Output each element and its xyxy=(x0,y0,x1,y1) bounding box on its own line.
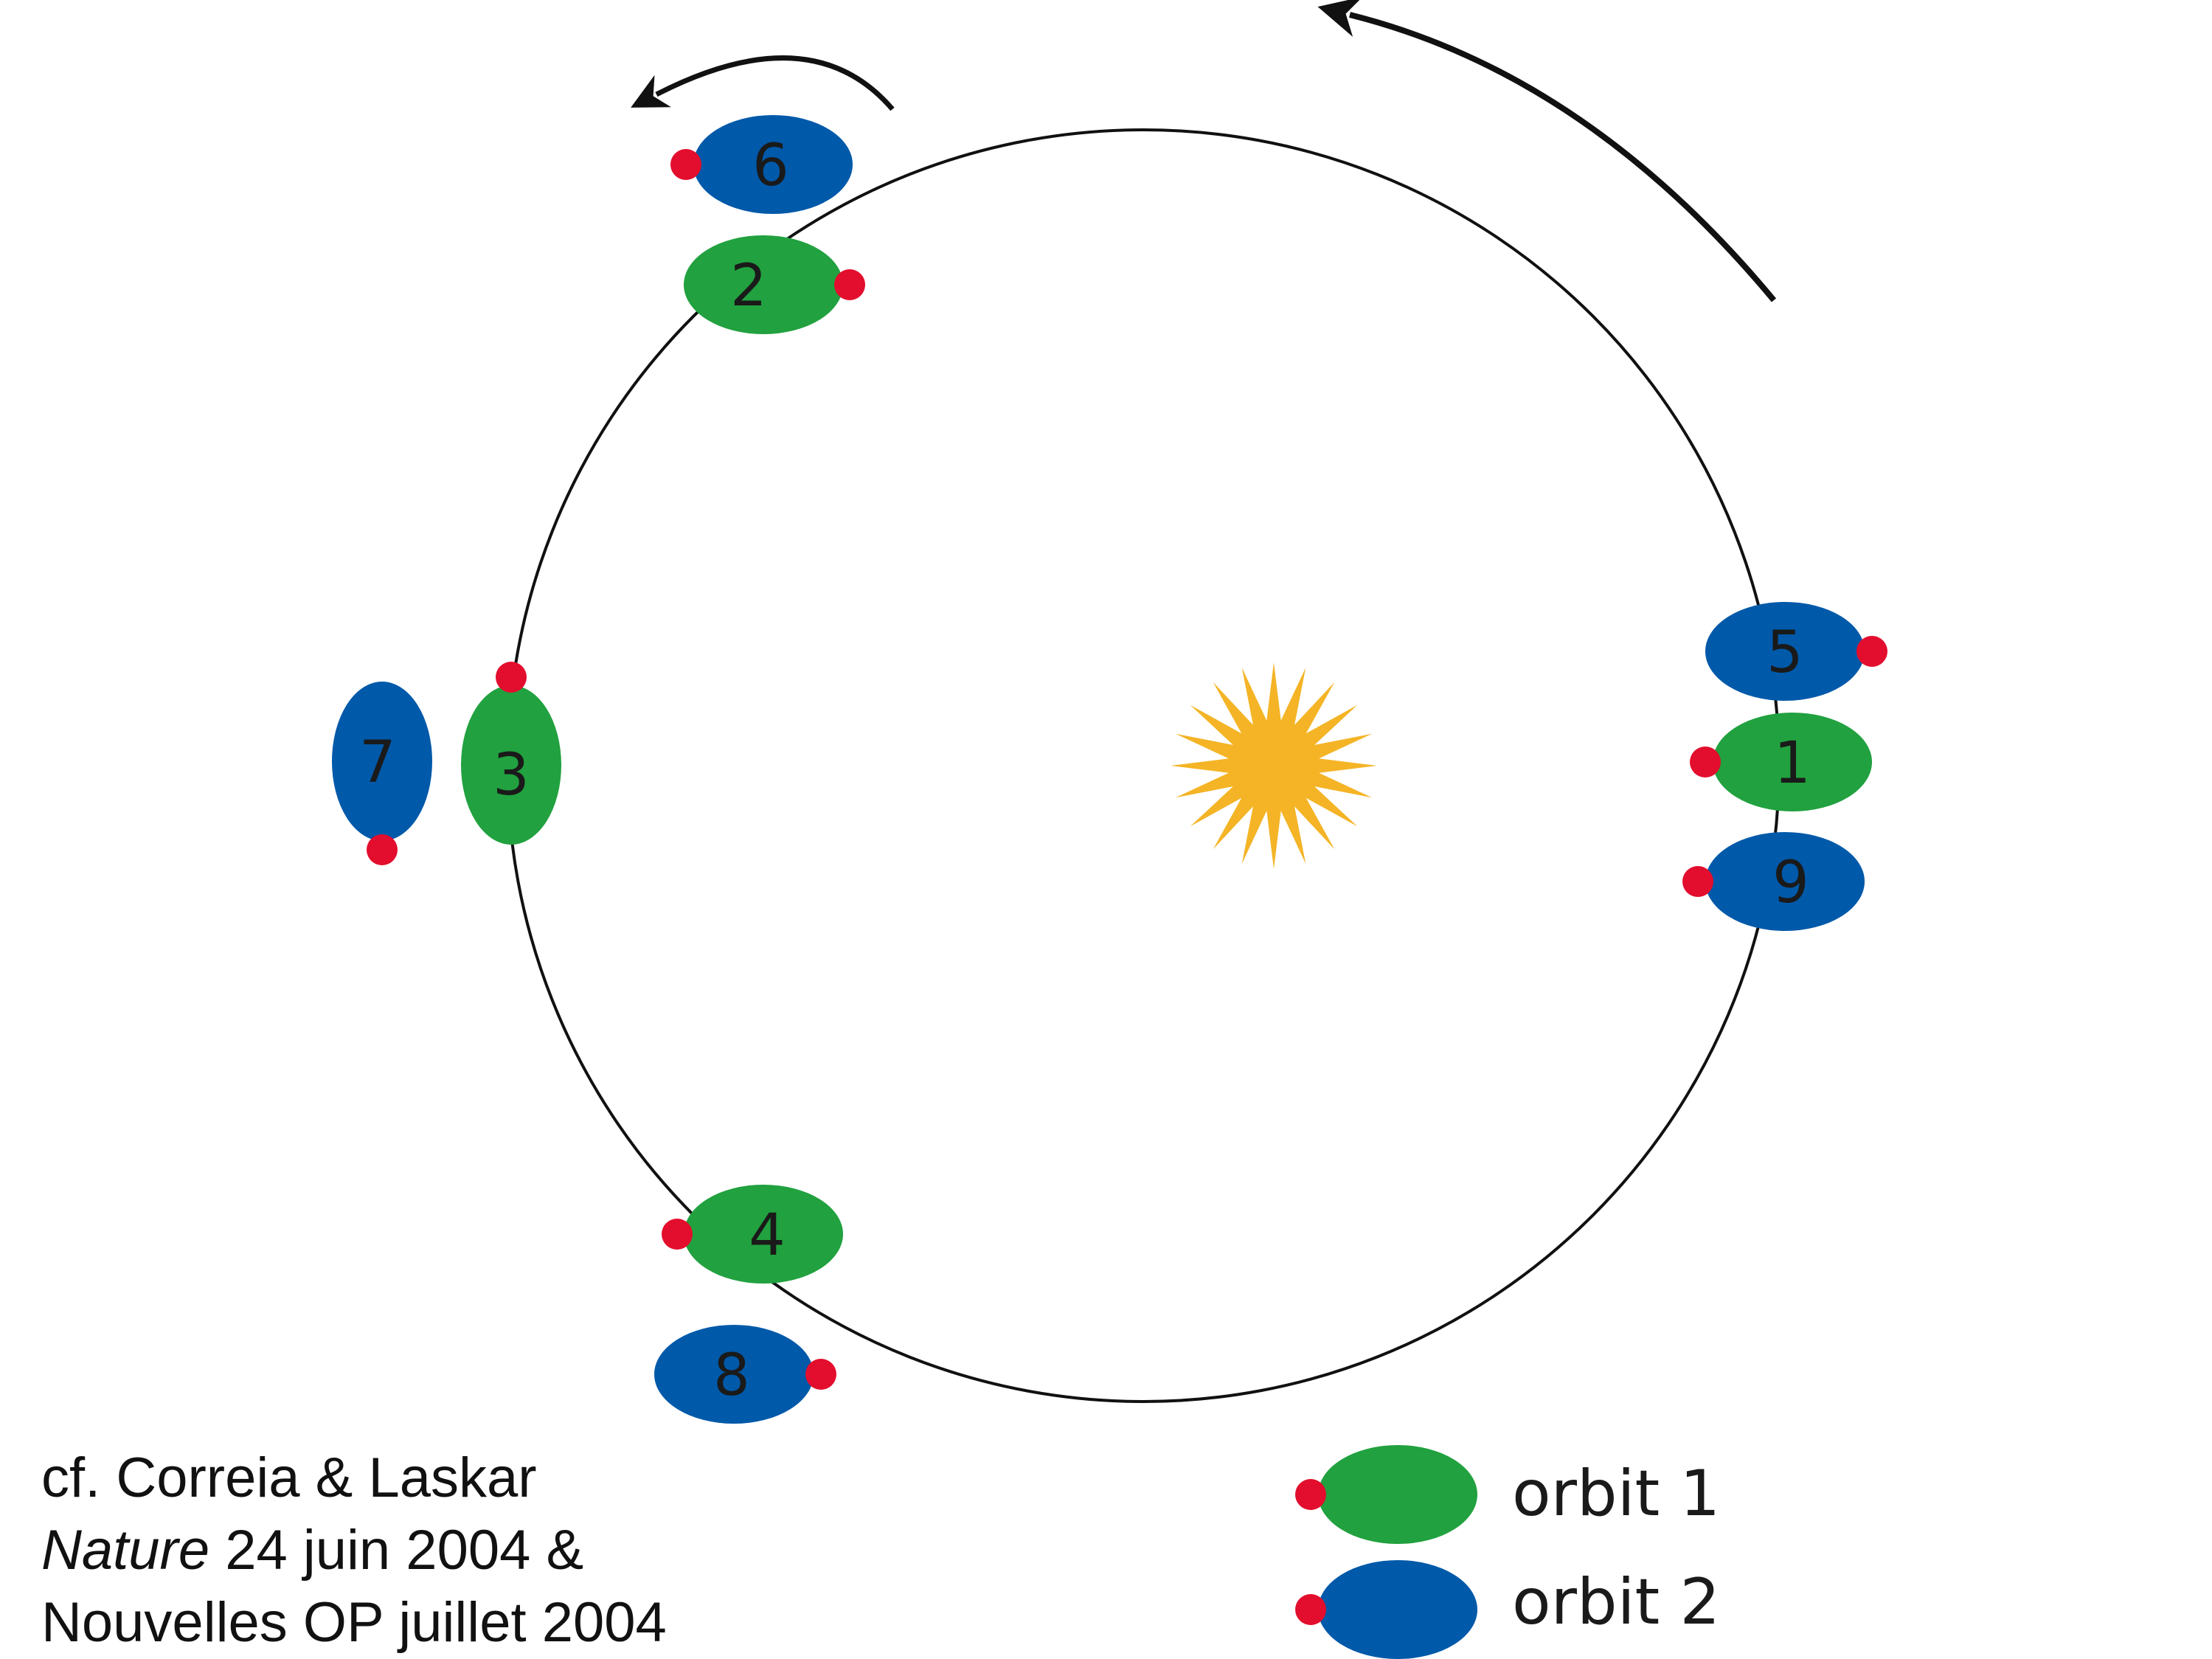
body-1: 1 xyxy=(1690,713,1872,811)
red-dot-marker xyxy=(1682,866,1713,897)
red-dot-marker xyxy=(662,1219,693,1250)
body-label: 4 xyxy=(749,1202,786,1269)
red-dot-marker xyxy=(670,149,701,180)
body-label: 6 xyxy=(752,133,789,199)
rotation-arrow-icon-small xyxy=(631,55,895,111)
sun-icon xyxy=(1171,662,1377,869)
journal-name: Nature xyxy=(41,1519,210,1582)
rotation-arrow-icon-large xyxy=(1317,0,1777,302)
red-dot-marker xyxy=(805,1359,836,1390)
body-8: 8 xyxy=(654,1325,836,1424)
legend-label: orbit 2 xyxy=(1512,1565,1720,1639)
legend-item-orbit-1: orbit 1 xyxy=(1295,1445,1720,1544)
body-label: 1 xyxy=(1774,730,1811,797)
body-6: 6 xyxy=(670,115,853,214)
body-label: 5 xyxy=(1767,620,1803,686)
body-7: 7 xyxy=(332,682,432,865)
body-label: 2 xyxy=(730,253,767,319)
legend-item-orbit-2: orbit 2 xyxy=(1295,1560,1720,1659)
red-dot-marker xyxy=(1856,636,1887,667)
legend-label: orbit 1 xyxy=(1512,1457,1720,1531)
body-label: 8 xyxy=(713,1343,750,1409)
body-label: 7 xyxy=(359,730,396,796)
body-2: 2 xyxy=(684,235,865,334)
citation-line-2: Nature 24 juin 2004 & xyxy=(41,1514,667,1587)
body-9: 9 xyxy=(1682,832,1865,931)
body-label: 9 xyxy=(1772,850,1809,916)
citation-date: 24 juin 2004 & xyxy=(209,1519,584,1582)
red-dot-marker xyxy=(1295,1479,1326,1510)
red-dot-marker xyxy=(1690,747,1721,777)
red-dot-marker xyxy=(367,834,398,865)
legend: orbit 1 orbit 2 xyxy=(1295,1445,1720,1659)
body-label: 3 xyxy=(493,742,530,808)
red-dot-marker xyxy=(834,269,865,300)
citation-line-3: Nouvelles OP juillet 2004 xyxy=(41,1591,667,1654)
red-dot-marker xyxy=(496,662,527,693)
body-5: 5 xyxy=(1705,602,1887,701)
body-4: 4 xyxy=(662,1185,843,1284)
citation: cf. Correia & Laskar Nature 24 juin 2004… xyxy=(41,1442,667,1659)
citation-line-1: cf. Correia & Laskar xyxy=(41,1447,537,1509)
body-3: 3 xyxy=(461,662,561,845)
red-dot-marker xyxy=(1295,1594,1326,1625)
